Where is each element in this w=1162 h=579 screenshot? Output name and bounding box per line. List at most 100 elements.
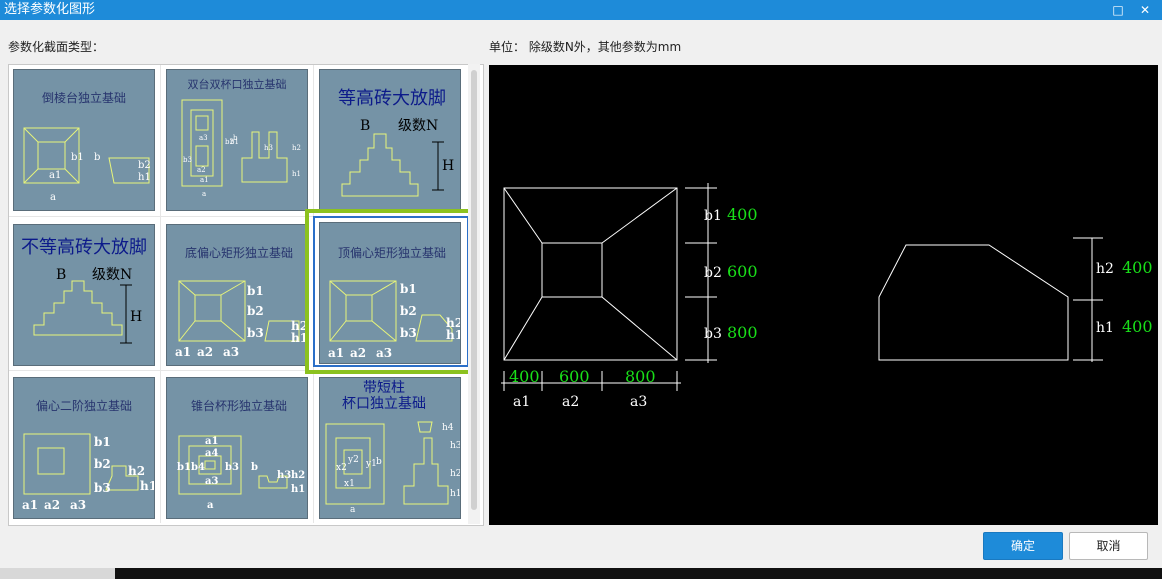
bottom-dark-bar	[115, 568, 1162, 579]
svg-text:h2: h2	[128, 464, 145, 478]
svg-text:等高砖大放脚: 等高砖大放脚	[338, 88, 446, 109]
svg-text:杯口独立基础: 杯口独立基础	[342, 395, 426, 412]
svg-text:b2: b2	[138, 160, 151, 171]
svg-text:b1: b1	[400, 282, 417, 296]
svg-text:h2: h2	[291, 319, 307, 333]
window-title: 选择参数化图形	[4, 2, 96, 17]
svg-text:h3: h3	[264, 144, 273, 152]
dim-value-h2: 400	[1122, 258, 1153, 277]
svg-text:h1: h1	[140, 479, 154, 493]
ok-button[interactable]: 确定	[983, 532, 1063, 560]
svg-text:不等高砖大放脚: 不等高砖大放脚	[21, 237, 147, 258]
svg-text:a1: a1	[49, 170, 61, 181]
svg-text:h1: h1	[291, 331, 307, 345]
svg-text:b3: b3	[183, 156, 192, 164]
svg-text:h2: h2	[446, 316, 460, 330]
svg-text:a2: a2	[197, 345, 213, 359]
svg-text:顶偏心矩形独立基础: 顶偏心矩形独立基础	[338, 245, 446, 260]
svg-text:b2: b2	[94, 457, 111, 471]
thumb-unequal-height-brick-footing[interactable]: 不等高砖大放脚 B 级数N H	[13, 224, 155, 366]
dim-value-b1: 400	[727, 205, 758, 224]
svg-text:h1: h1	[138, 172, 151, 183]
svg-text:h1: h1	[291, 484, 305, 495]
svg-text:H: H	[130, 309, 142, 325]
svg-text:b3: b3	[225, 462, 239, 473]
svg-text:a3: a3	[70, 498, 86, 512]
svg-text:a3: a3	[223, 345, 239, 359]
svg-text:b2: b2	[225, 138, 234, 146]
svg-text:H: H	[442, 158, 454, 174]
selection-focus-frame	[313, 216, 469, 367]
unit-label: 单位： 除级数N外，其他参数为mm	[489, 40, 682, 54]
svg-text:底偏心矩形独立基础: 底偏心矩形独立基础	[185, 245, 293, 260]
svg-text:级数N: 级数N	[398, 118, 438, 134]
svg-text:h4: h4	[442, 423, 454, 433]
svg-text:b: b	[251, 462, 258, 473]
svg-text:b2: b2	[247, 304, 264, 318]
svg-text:b: b	[376, 457, 382, 467]
svg-text:h3: h3	[277, 470, 291, 481]
svg-text:b1: b1	[230, 138, 239, 146]
svg-text:a: a	[202, 190, 206, 198]
svg-text:h2: h2	[292, 144, 301, 152]
maximize-icon[interactable]: □	[1112, 3, 1124, 17]
close-icon[interactable]: ✕	[1139, 3, 1151, 17]
thumb-equal-height-brick-footing[interactable]: 等高砖大放脚 B 级数N H	[319, 69, 461, 211]
svg-text:b3: b3	[247, 326, 264, 340]
svg-text:a: a	[50, 192, 56, 203]
svg-text:x2: x2	[336, 463, 347, 473]
dim-label-a2: a2	[562, 394, 579, 410]
svg-text:a4: a4	[205, 448, 218, 459]
dim-label-a1: a1	[513, 394, 530, 410]
dim-label-a3: a3	[630, 394, 647, 410]
cancel-button[interactable]: 取消	[1069, 532, 1148, 560]
dim-value-b2: 600	[727, 262, 758, 281]
dim-label-b3: b3	[704, 326, 722, 342]
svg-text:锥台杯形独立基础: 锥台杯形独立基础	[191, 398, 287, 413]
svg-text:a: a	[350, 505, 356, 515]
svg-text:a3: a3	[199, 134, 208, 142]
dim-value-a2: 600	[559, 367, 590, 386]
dim-label-h2: h2	[1096, 261, 1114, 277]
svg-text:a2: a2	[44, 498, 60, 512]
grid-divider	[9, 370, 467, 371]
svg-text:带短柱: 带短柱	[363, 380, 405, 396]
svg-text:a3: a3	[205, 476, 218, 487]
dim-label-h1: h1	[1096, 320, 1114, 336]
svg-text:b: b	[94, 152, 100, 163]
grid-divider	[160, 65, 161, 523]
svg-text:偏心二阶独立基础: 偏心二阶独立基础	[36, 398, 132, 413]
svg-text:a1: a1	[175, 345, 191, 359]
svg-text:级数N: 级数N	[92, 267, 132, 283]
svg-text:a1: a1	[200, 176, 209, 184]
svg-text:a1: a1	[22, 498, 38, 512]
svg-text:双台双杯口独立基础: 双台双杯口独立基础	[188, 77, 287, 91]
svg-text:y1: y1	[365, 459, 377, 469]
svg-text:h2: h2	[450, 469, 460, 479]
dim-value-a1: 400	[509, 367, 540, 386]
svg-text:y2: y2	[347, 455, 359, 465]
svg-text:a1: a1	[205, 436, 218, 447]
svg-text:h1: h1	[450, 489, 460, 499]
svg-text:b3: b3	[94, 481, 111, 495]
dim-label-b1: b1	[704, 208, 722, 224]
svg-text:b1: b1	[94, 435, 111, 449]
scrollbar-thumb[interactable]	[471, 70, 477, 510]
thumb-eccentric-two-step-footing[interactable]: 偏心二阶独立基础 b1 b2 b3 h2 h1 a1 a2 a3	[13, 377, 155, 519]
svg-text:b4: b4	[191, 462, 205, 473]
svg-text:B: B	[56, 267, 66, 283]
svg-text:B: B	[360, 118, 370, 134]
section-type-label: 参数化截面类型：	[8, 40, 105, 54]
bottom-strip	[0, 568, 1162, 579]
svg-text:b2: b2	[400, 304, 417, 318]
svg-text:a1: a1	[328, 346, 344, 360]
thumb-title: 倒棱台独立基础	[42, 90, 126, 105]
title-bar: 选择参数化图形 □ ✕	[0, 0, 1162, 20]
svg-text:h2: h2	[291, 470, 305, 481]
